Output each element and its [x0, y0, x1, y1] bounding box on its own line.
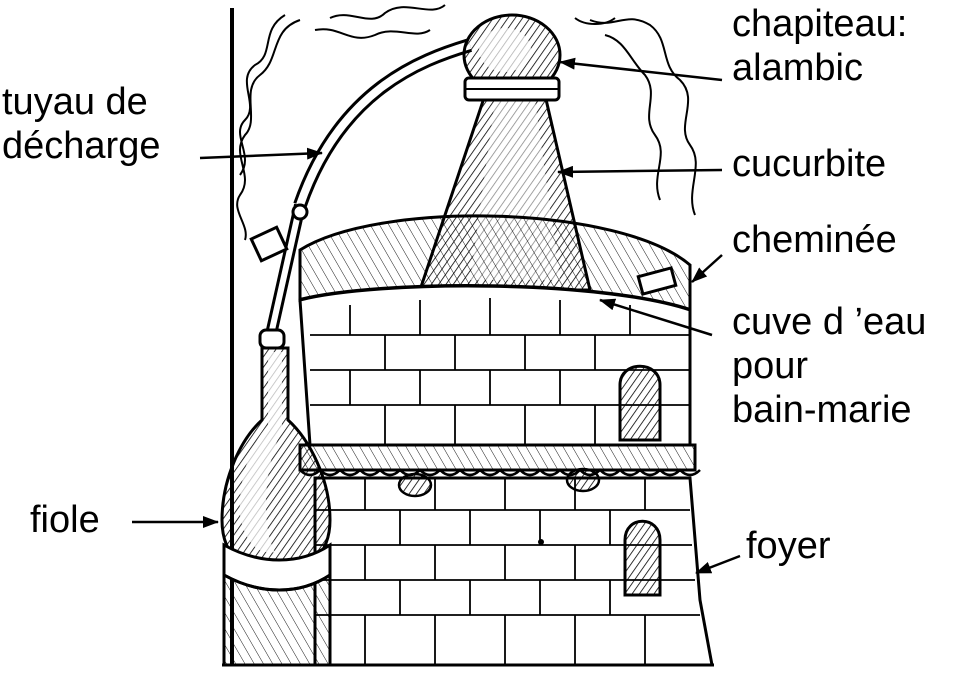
label-cuve-line1: cuve d ’eau — [732, 301, 927, 343]
discharge-pipe — [249, 38, 473, 332]
label-cuve-line3: bain-marie — [732, 389, 912, 431]
label-tuyau: tuyau de décharge — [2, 80, 160, 168]
label-cuve: cuve d ’eau pour bain-marie — [732, 300, 926, 432]
label-cucurbite-line1: cucurbite — [732, 143, 887, 185]
tower-lower — [313, 467, 714, 667]
label-cheminee-line1: cheminée — [732, 219, 897, 261]
label-chapiteau-line2: alambic — [732, 47, 863, 89]
label-tuyau-line1: tuyau de — [2, 81, 148, 123]
fiole — [220, 328, 332, 667]
arrow-cucurbite — [557, 165, 723, 178]
label-cuve-line2: pour — [732, 345, 809, 387]
arrow-cuve — [599, 298, 713, 337]
label-arrows — [132, 57, 741, 575]
arrow-foyer — [695, 554, 741, 575]
label-fiole: fiole — [30, 498, 100, 542]
label-fiole-line1: fiole — [30, 499, 100, 541]
smoke-plumes — [236, 4, 697, 241]
label-foyer-line1: foyer — [746, 525, 831, 567]
label-chapiteau-line1: chapiteau: — [732, 3, 908, 45]
arrow-tuyau — [199, 147, 323, 160]
label-chapiteau: chapiteau: alambic — [732, 2, 907, 90]
tower-band — [298, 443, 701, 477]
label-foyer: foyer — [746, 524, 830, 568]
arrow-chapiteau — [559, 57, 723, 82]
label-cucurbite: cucurbite — [732, 142, 886, 186]
label-tuyau-line2: décharge — [2, 125, 161, 167]
chapiteau — [462, 13, 562, 102]
arrow-cheminee — [691, 254, 723, 283]
tower-upper — [298, 284, 692, 447]
label-cheminee: cheminée — [732, 218, 897, 262]
